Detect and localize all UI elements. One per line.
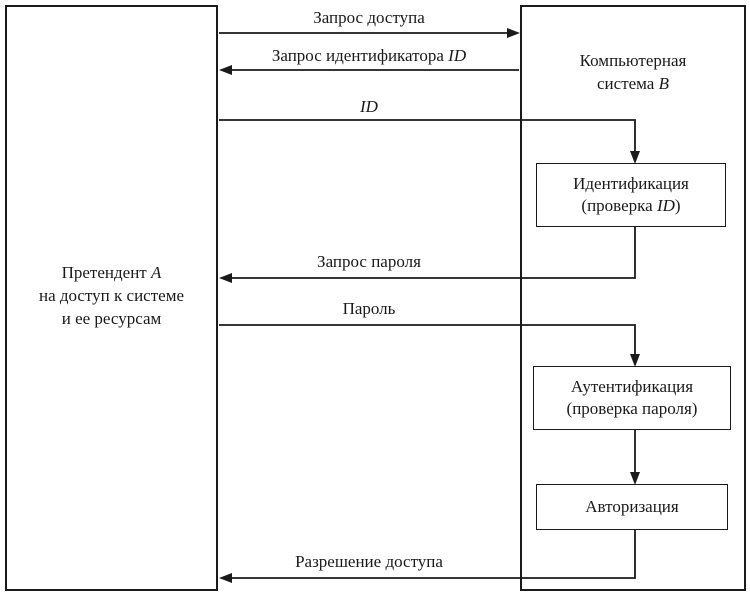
message-id: ID [360, 97, 378, 116]
claimant-line2: на доступ к системе [38, 285, 185, 305]
message-id-request: Запрос идентификатора ID [271, 46, 467, 65]
arrow-access-request-head [507, 28, 520, 38]
message-access-grant: Разрешение доступа [295, 552, 443, 571]
message-password: Пароль [342, 299, 396, 318]
system-line1: Компьютерная [579, 51, 687, 70]
system-line2: система В [597, 73, 669, 93]
arrow-access-grant-head [219, 573, 232, 583]
claimant-box [5, 5, 218, 591]
identification-line2: (проверка ID) [581, 196, 681, 215]
authentication-box: Аутентификация (проверка пароля) [533, 366, 731, 430]
arrow-id-request-head [219, 65, 232, 75]
system-label: Компьютерная система В [520, 50, 746, 96]
identification-box: Идентификация (проверка ID) [536, 163, 726, 227]
claimant-label: Претендент А на доступ к системе и ее ре… [5, 262, 218, 331]
authorization-label: Авторизация [585, 496, 679, 516]
arrow-password-request-head [219, 273, 232, 283]
message-password-request: Запрос пароля [317, 252, 421, 271]
claimant-line1: Претендент А [61, 263, 162, 282]
message-access-request: Запрос доступа [313, 8, 425, 27]
claimant-line3: и ее ресурсам [61, 308, 162, 328]
authorization-box: Авторизация [536, 484, 728, 530]
authentication-line2: (проверка пароля) [566, 399, 698, 418]
identification-line1: Идентификация [573, 173, 689, 193]
authentication-line1: Аутентификация [570, 376, 694, 396]
